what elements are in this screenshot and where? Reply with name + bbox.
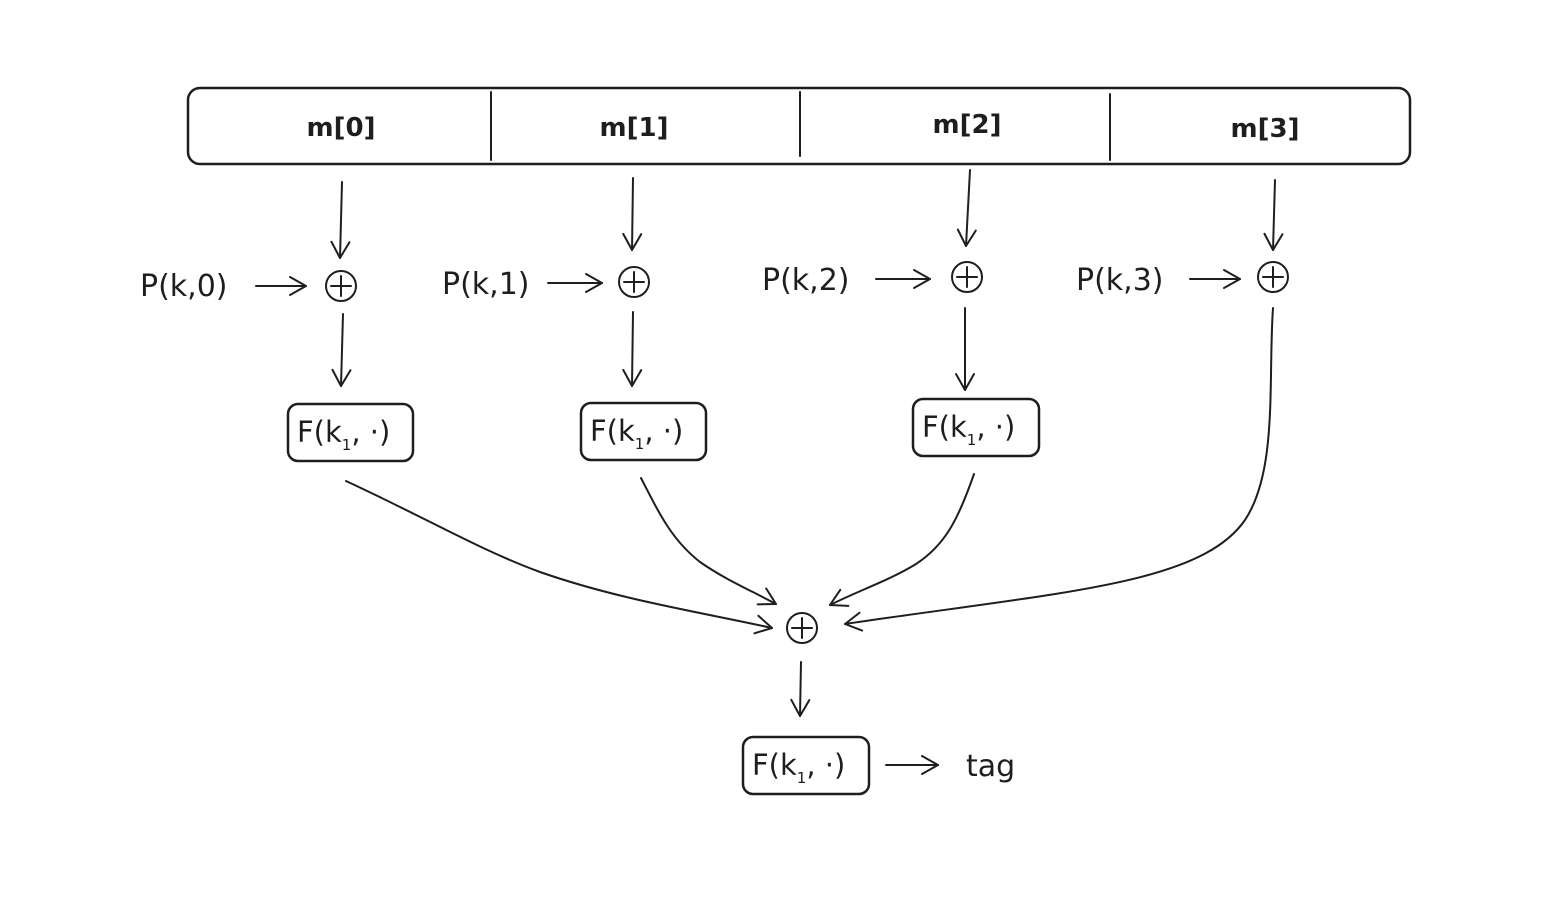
- arrow-xor0-to-f0: [331, 313, 352, 387]
- f-prefix: F(k: [297, 415, 342, 449]
- message-block-label-3: m[3]: [1231, 114, 1300, 144]
- f-box-border: [286, 402, 415, 463]
- xor-icon: [618, 266, 650, 298]
- prf-input-label-0: P(k,0): [140, 269, 228, 304]
- f-subscript: 1: [635, 435, 645, 453]
- f-box-border: [741, 735, 871, 796]
- f-prefix: F(k: [922, 410, 967, 444]
- xor-icon: [951, 261, 983, 293]
- f-subscript: 1: [967, 431, 977, 449]
- f-box-border: [911, 397, 1041, 458]
- f-suffix: , ·): [806, 748, 845, 782]
- message-blocks: m[0] m[1] m[2] m[3]: [186, 86, 1412, 166]
- f-suffix: , ·): [976, 410, 1015, 444]
- arrow-block3-to-xor3: [1263, 179, 1284, 251]
- arrow-f2-to-final-xor: [829, 473, 975, 607]
- converging-arrows: [345, 307, 1274, 635]
- xor-nodes: [325, 261, 1289, 302]
- f-box-border: [579, 401, 708, 462]
- arrow-f1-to-final-xor: [640, 477, 777, 606]
- arrow-xor3-to-final-xor: [844, 307, 1274, 632]
- f-prefix: F(k: [590, 414, 635, 448]
- xor-icon: [1257, 261, 1289, 293]
- arrow-block0-to-xor0: [330, 181, 351, 259]
- arrow-block2-to-xor2: [956, 169, 977, 247]
- block-to-xor-arrows: [330, 169, 1284, 259]
- f-box-0: F(k1, ·): [286, 402, 415, 463]
- xor-icon: [325, 270, 357, 302]
- f-box-label: F(k1, ·): [752, 748, 845, 787]
- f-prefix: F(k: [752, 748, 797, 782]
- xor-icon: [786, 612, 818, 644]
- tag-label: tag: [966, 749, 1015, 784]
- prf-input-label-2: P(k,2): [762, 263, 850, 298]
- message-block-label-2: m[2]: [933, 110, 1002, 140]
- arrow-block1-to-xor1: [622, 177, 643, 251]
- f-suffix: , ·): [644, 414, 683, 448]
- prf-input-label-1: P(k,1): [442, 267, 530, 302]
- f-box-final: F(k1, ·): [741, 735, 871, 796]
- message-block-label-0: m[0]: [307, 113, 376, 143]
- f-box-label: F(k1, ·): [922, 410, 1015, 449]
- arrow-final-xor-to-f: [790, 661, 811, 717]
- f-subscript: 1: [342, 436, 352, 454]
- f-box-label: F(k1, ·): [590, 414, 683, 453]
- xor-to-f-arrows: [331, 307, 975, 391]
- arrow-xor1-to-f1: [622, 311, 643, 387]
- arrow-f0-to-final-xor: [345, 480, 773, 635]
- f-box-label: F(k1, ·): [297, 415, 390, 454]
- f-box-2: F(k1, ·): [911, 397, 1041, 458]
- prf-input-label-3: P(k,3): [1076, 263, 1164, 298]
- f-subscript: 1: [797, 769, 807, 787]
- prf-inputs: P(k,0) P(k,1) P(k,2) P(k,3): [140, 263, 1241, 304]
- f-box-1: F(k1, ·): [579, 401, 708, 462]
- message-block-label-1: m[1]: [600, 113, 669, 143]
- f-suffix: , ·): [351, 415, 390, 449]
